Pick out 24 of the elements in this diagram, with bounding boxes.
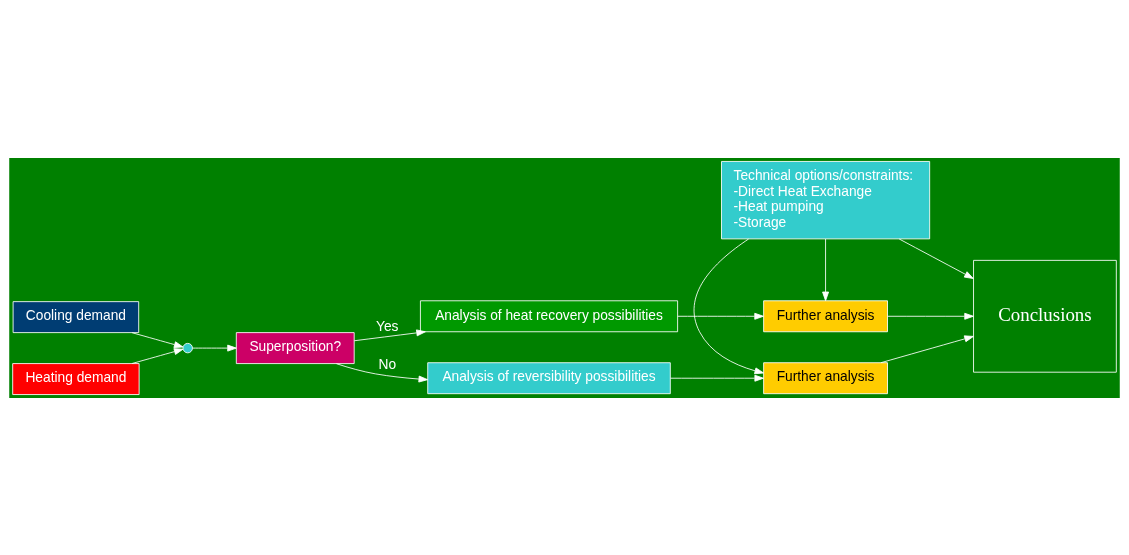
node-box: Heating demand [12,362,140,395]
arrow [880,334,974,363]
arrow [131,347,184,364]
arrow [887,312,974,320]
node-circle [182,342,193,353]
arrow [131,331,184,348]
edge-label: Yes [376,318,399,334]
node-box: Technical options/constraints: -Direct Heat Exchange -Heat pumping -Storage [721,160,931,239]
node-box: Cooling demand [12,300,140,333]
node-box: Further analysis [763,361,888,394]
node-box: Conclusions [973,259,1117,373]
edge-label: No [378,356,397,372]
node-box: Analysis of reversibility possibilities [427,361,671,394]
node-box: Superposition? [235,331,355,364]
arrow [670,374,764,382]
arrow [898,238,974,279]
arrow [336,362,428,382]
arrow [693,238,764,374]
arrow [353,328,426,341]
arrow [822,238,829,301]
node-box: Analysis of heat recovery possibilities [420,299,679,332]
node-box: Further analysis [763,299,888,332]
arrow [677,312,764,320]
arrow [192,344,237,352]
